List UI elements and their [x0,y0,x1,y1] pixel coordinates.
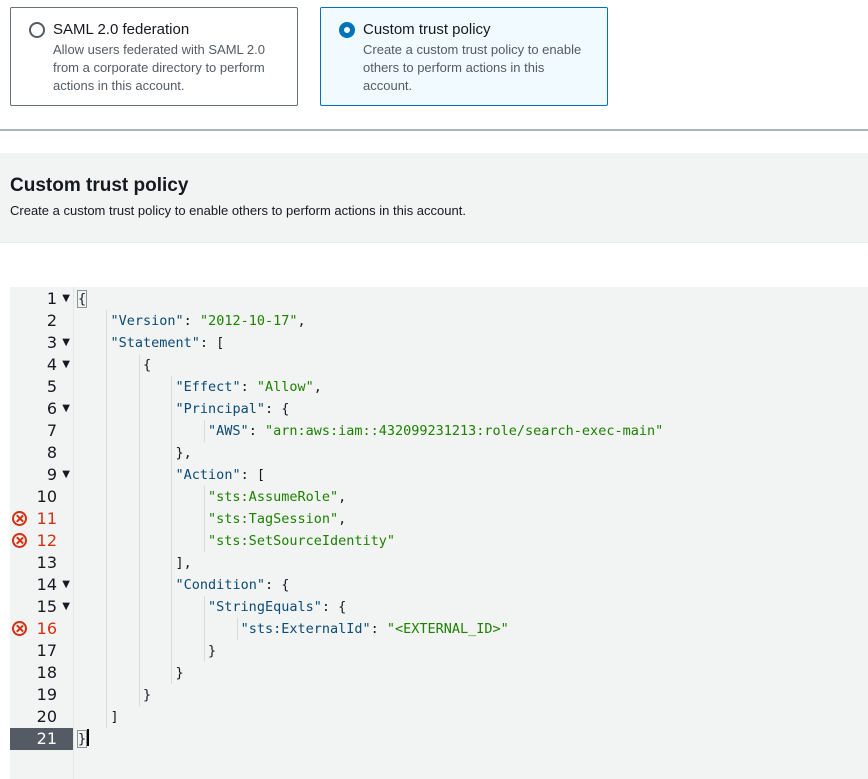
custom-trust-policy-radio[interactable] [339,22,355,38]
code-line[interactable]: "StringEquals": { [208,599,347,615]
fold-toggle-icon[interactable]: ▼ [62,579,70,590]
custom-trust-policy-option[interactable]: Custom trust policy Create a custom trus… [320,7,608,106]
code-line[interactable]: "Effect": "Allow", [175,379,322,395]
line-number-label: 4 [46,355,57,374]
line-number-label: 18 [36,663,57,682]
fold-toggle-icon[interactable]: ▼ [62,403,70,414]
section-description: Create a custom trust policy to enable o… [10,203,466,218]
line-number: 15 ▼ [10,596,73,618]
code-line[interactable]: } [78,643,217,659]
indent-guide [236,618,238,640]
text-cursor [87,729,90,746]
line-number: 9▼ [10,464,73,486]
line-number-label: 20 [36,707,57,726]
line-number: 19 [10,684,73,706]
line-number-label: 9 [46,465,57,484]
line-number-label: 6 [46,399,57,418]
custom-trust-policy-description: Create a custom trust policy to enable o… [363,42,582,93]
spacer [0,131,868,153]
code-line[interactable]: "Condition": { [175,577,290,593]
line-number: 5 [10,376,73,398]
line-number: 11 [10,508,73,530]
line-number: 13 [10,552,73,574]
line-number-label: 3 [46,333,57,352]
fold-toggle-icon[interactable]: ▼ [62,293,70,304]
fold-toggle-icon[interactable]: ▼ [62,469,70,480]
line-number: 1▼ [10,288,73,310]
custom-trust-policy-title: Custom trust policy [363,21,491,38]
saml-federation-title: SAML 2.0 federation [53,21,190,38]
code-line[interactable]: "Version": "2012-10-17", [110,313,306,329]
line-number-label: 14 [36,575,57,594]
line-number-label: 16 [36,619,57,638]
line-number: 18 [10,662,73,684]
saml-federation-option[interactable]: SAML 2.0 federation Allow users federate… [10,7,298,106]
line-number-label: 7 [46,421,57,440]
line-number: 20 [10,706,73,728]
fold-toggle-icon[interactable]: ▼ [62,337,70,348]
error-icon[interactable] [12,533,27,548]
line-number-label: 21 [36,729,57,748]
code-line[interactable]: "Statement": [ [110,335,225,351]
code-line[interactable]: "AWS": "arn:aws:iam::432099231213:role/s… [208,423,664,439]
section-title: Custom trust policy [10,175,189,196]
editor-code-area[interactable]: { "Version": "2012-10-17", "Statement": … [74,287,868,779]
divider [0,129,868,131]
line-number-label: 13 [36,553,57,572]
code-line[interactable]: "Principal": { [175,401,290,417]
line-number: 6▼ [10,398,73,420]
code-line[interactable]: ], [78,555,192,571]
line-number: 16 [10,618,73,640]
line-number: 21 [10,728,73,750]
line-number-label: 8 [46,443,57,462]
custom-trust-policy-header: Custom trust policy Create a custom trus… [0,153,868,243]
code-line[interactable]: } [78,687,152,703]
line-number: 12 [10,530,73,552]
indent-guide [204,596,205,662]
indent-guide [204,420,205,442]
line-number-label: 19 [36,685,57,704]
line-number: 8 [10,442,73,464]
line-number-label: 5 [46,377,57,396]
line-number: 14 ▼ [10,574,73,596]
code-line[interactable]: { [78,357,152,373]
line-number: 7 [10,420,73,442]
code-line[interactable]: "sts:AssumeRole", [208,489,347,505]
code-line[interactable]: "sts:TagSession", [208,511,347,527]
code-line[interactable]: }, [78,445,192,461]
code-line[interactable]: } [78,665,184,681]
fold-toggle-icon[interactable]: ▼ [62,359,70,370]
line-number-label: 11 [36,509,57,528]
code-line[interactable]: { [76,290,88,308]
code-line[interactable]: ] [78,709,119,725]
indent-guide [171,376,173,684]
indent-guide [138,354,140,706]
line-number-label: 12 [36,531,57,550]
saml-federation-description: Allow users federated with SAML 2.0 from… [53,42,265,93]
error-icon[interactable] [12,511,27,526]
line-number-label: 1 [46,289,57,308]
line-number: 10 [10,486,73,508]
code-line[interactable]: "sts:ExternalId": "<EXTERNAL_ID>" [240,621,509,637]
indent-guide [106,310,108,728]
fold-toggle-icon[interactable]: ▼ [62,601,70,612]
error-icon[interactable] [12,621,27,636]
line-number-label: 15 [36,597,57,616]
line-number-label: 17 [36,641,57,660]
line-number: 2 [10,310,73,332]
code-line[interactable]: "sts:SetSourceIdentity" [208,533,395,549]
line-number: 3▼ [10,332,73,354]
code-line[interactable]: } [76,728,90,750]
line-number: 17 [10,640,73,662]
line-number-label: 2 [46,311,57,330]
line-number-label: 10 [36,487,57,506]
code-line[interactable]: "Action": [ [175,467,265,483]
saml-federation-radio[interactable] [29,22,45,38]
indent-guide [204,486,205,552]
line-number: 4▼ [10,354,73,376]
